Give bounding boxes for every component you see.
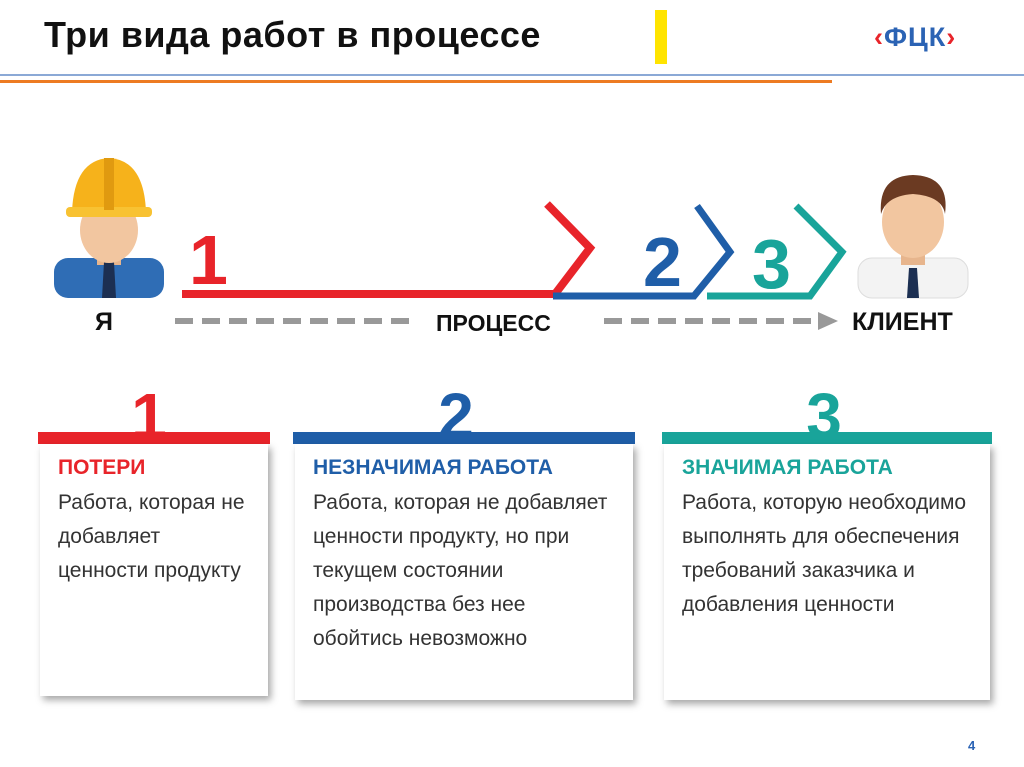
card-2-body: Работа, которая не добавляет ценности пр… xyxy=(313,491,608,650)
logo-chevron-right-icon: › xyxy=(946,22,957,52)
stage-1-line xyxy=(182,201,596,298)
card-1-bar xyxy=(38,432,270,444)
page-number: 4 xyxy=(968,738,976,753)
stage-2-line xyxy=(553,203,735,300)
label-me: Я xyxy=(95,308,113,336)
header-divider-orange xyxy=(0,80,832,83)
slide-title: Три вида работ в процессе xyxy=(44,14,541,55)
title-highlight-mark xyxy=(655,10,667,64)
logo-chevron-left-icon: ‹ xyxy=(874,22,884,52)
card-2-heading: НЕЗНАЧИМАЯ РАБОТА xyxy=(313,456,553,479)
card-losses: ПОТЕРИ Работа, которая не добавляет ценн… xyxy=(40,444,268,696)
stage-1-number: 1 xyxy=(189,221,228,299)
worker-icon xyxy=(54,158,164,298)
card-3-bar xyxy=(662,432,992,444)
label-client: КЛИЕНТ xyxy=(852,308,953,336)
logo-text: ФЦК xyxy=(884,22,947,52)
card-2-bar xyxy=(293,432,635,444)
stage-2-number: 2 xyxy=(643,223,682,301)
label-process: ПРОЦЕСС xyxy=(436,310,551,336)
client-icon xyxy=(857,175,969,299)
card-value-work: ЗНАЧИМАЯ РАБОТА Работа, которую необходи… xyxy=(664,444,990,700)
card-1-body: Работа, которая не добавляет ценности пр… xyxy=(58,491,245,582)
card-3-body: Работа, которую необходимо выполнять для… xyxy=(682,491,967,616)
card-1-heading: ПОТЕРИ xyxy=(58,456,146,479)
card-non-value-work: НЕЗНАЧИМАЯ РАБОТА Работа, которая не доб… xyxy=(295,444,633,700)
dashed-arrow-right xyxy=(604,312,838,330)
stage-3-number: 3 xyxy=(752,225,791,303)
company-logo: ‹ФЦК› xyxy=(874,22,956,53)
card-3-heading: ЗНАЧИМАЯ РАБОТА xyxy=(682,456,893,479)
stage-3-line xyxy=(707,203,847,300)
header-divider-blue xyxy=(0,74,1024,76)
